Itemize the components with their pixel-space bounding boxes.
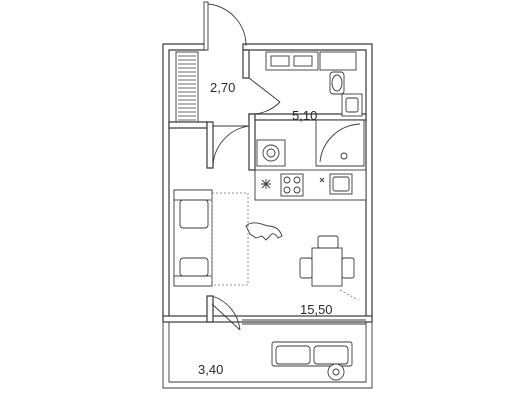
entrance-door [203, 1, 247, 51]
area-label-hall: 2,70 [210, 80, 235, 95]
dining-set [299, 235, 359, 301]
area-label-balcony: 3,40 [198, 362, 223, 377]
interior-walls [168, 49, 367, 323]
bathroom-door [248, 77, 281, 115]
balcony-furniture [271, 341, 353, 381]
washing-machine [256, 139, 286, 167]
toilet [319, 51, 357, 95]
fridge-sparkle-icon [261, 179, 271, 189]
balcony-glazing [242, 319, 366, 325]
washbasin [341, 93, 363, 117]
area-label-main-room: 15,50 [300, 302, 333, 317]
room-door [212, 125, 250, 169]
kitchen-cabinets-top [265, 51, 319, 71]
sofa [173, 189, 249, 287]
hall-wardrobe [175, 51, 199, 125]
area-label-bathroom: 5,10 [292, 108, 317, 123]
shower-cabin [315, 119, 365, 167]
dog-figure-icon [245, 222, 283, 241]
balcony-door [211, 295, 241, 331]
kitchen-counter [254, 169, 367, 201]
